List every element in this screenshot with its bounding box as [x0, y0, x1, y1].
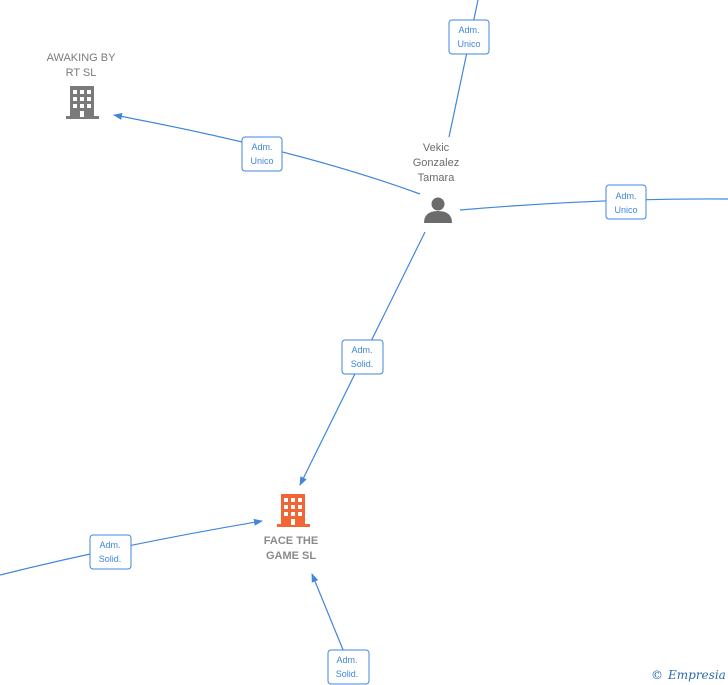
svg-text:Adm.: Adm. [251, 142, 272, 152]
person-label: Vekic [423, 142, 450, 154]
edge-label[interactable]: Adm. Unico [605, 184, 647, 220]
edge-bottom-to-face [311, 573, 349, 663]
svg-text:Solid.: Solid. [351, 359, 374, 369]
svg-text:Adm.: Adm. [336, 655, 357, 665]
edge-labels: Adm. Unico Adm. Unico Adm. Unico Adm. So… [89, 19, 647, 685]
building-icon [66, 86, 99, 119]
svg-text:Unico: Unico [457, 39, 480, 49]
svg-text:Adm.: Adm. [351, 345, 372, 355]
svg-text:Adm.: Adm. [458, 25, 479, 35]
company-node-face-the-game[interactable]: FACE THE GAME SL [264, 494, 318, 562]
company-node-awaking[interactable]: AWAKING BY RT SL [47, 52, 117, 119]
copyright-icon: © [651, 668, 663, 682]
building-icon [277, 494, 310, 527]
svg-text:Adm.: Adm. [99, 540, 120, 550]
svg-text:Solid.: Solid. [99, 554, 122, 564]
svg-text:Unico: Unico [250, 156, 273, 166]
company-label: AWAKING BY [47, 52, 117, 64]
edge-label[interactable]: Adm. Unico [241, 136, 283, 172]
edge-vekic-to-awaking [113, 113, 421, 195]
edge-vekic-to-right [459, 198, 728, 211]
person-icon [424, 197, 452, 223]
edge-label[interactable]: Adm. Solid. [327, 649, 370, 685]
svg-text:Adm.: Adm. [615, 191, 636, 201]
person-label: Tamara [418, 172, 456, 184]
company-label: FACE THE [264, 535, 318, 547]
svg-text:Solid.: Solid. [336, 669, 359, 679]
svg-text:Unico: Unico [614, 205, 637, 215]
company-label: RT SL [66, 67, 97, 79]
edge-label[interactable]: Adm. Unico [448, 19, 490, 55]
person-label: Gonzalez [413, 157, 459, 169]
edge-label[interactable]: Adm. Solid. [89, 534, 132, 570]
empresia-watermark: © Empresia [651, 668, 726, 682]
company-label: GAME SL [266, 550, 316, 562]
edge-label[interactable]: Adm. Solid. [341, 339, 384, 375]
person-node-vekic[interactable]: Vekic Gonzalez Tamara [413, 142, 459, 223]
brand-logo: Empresia [667, 668, 726, 682]
